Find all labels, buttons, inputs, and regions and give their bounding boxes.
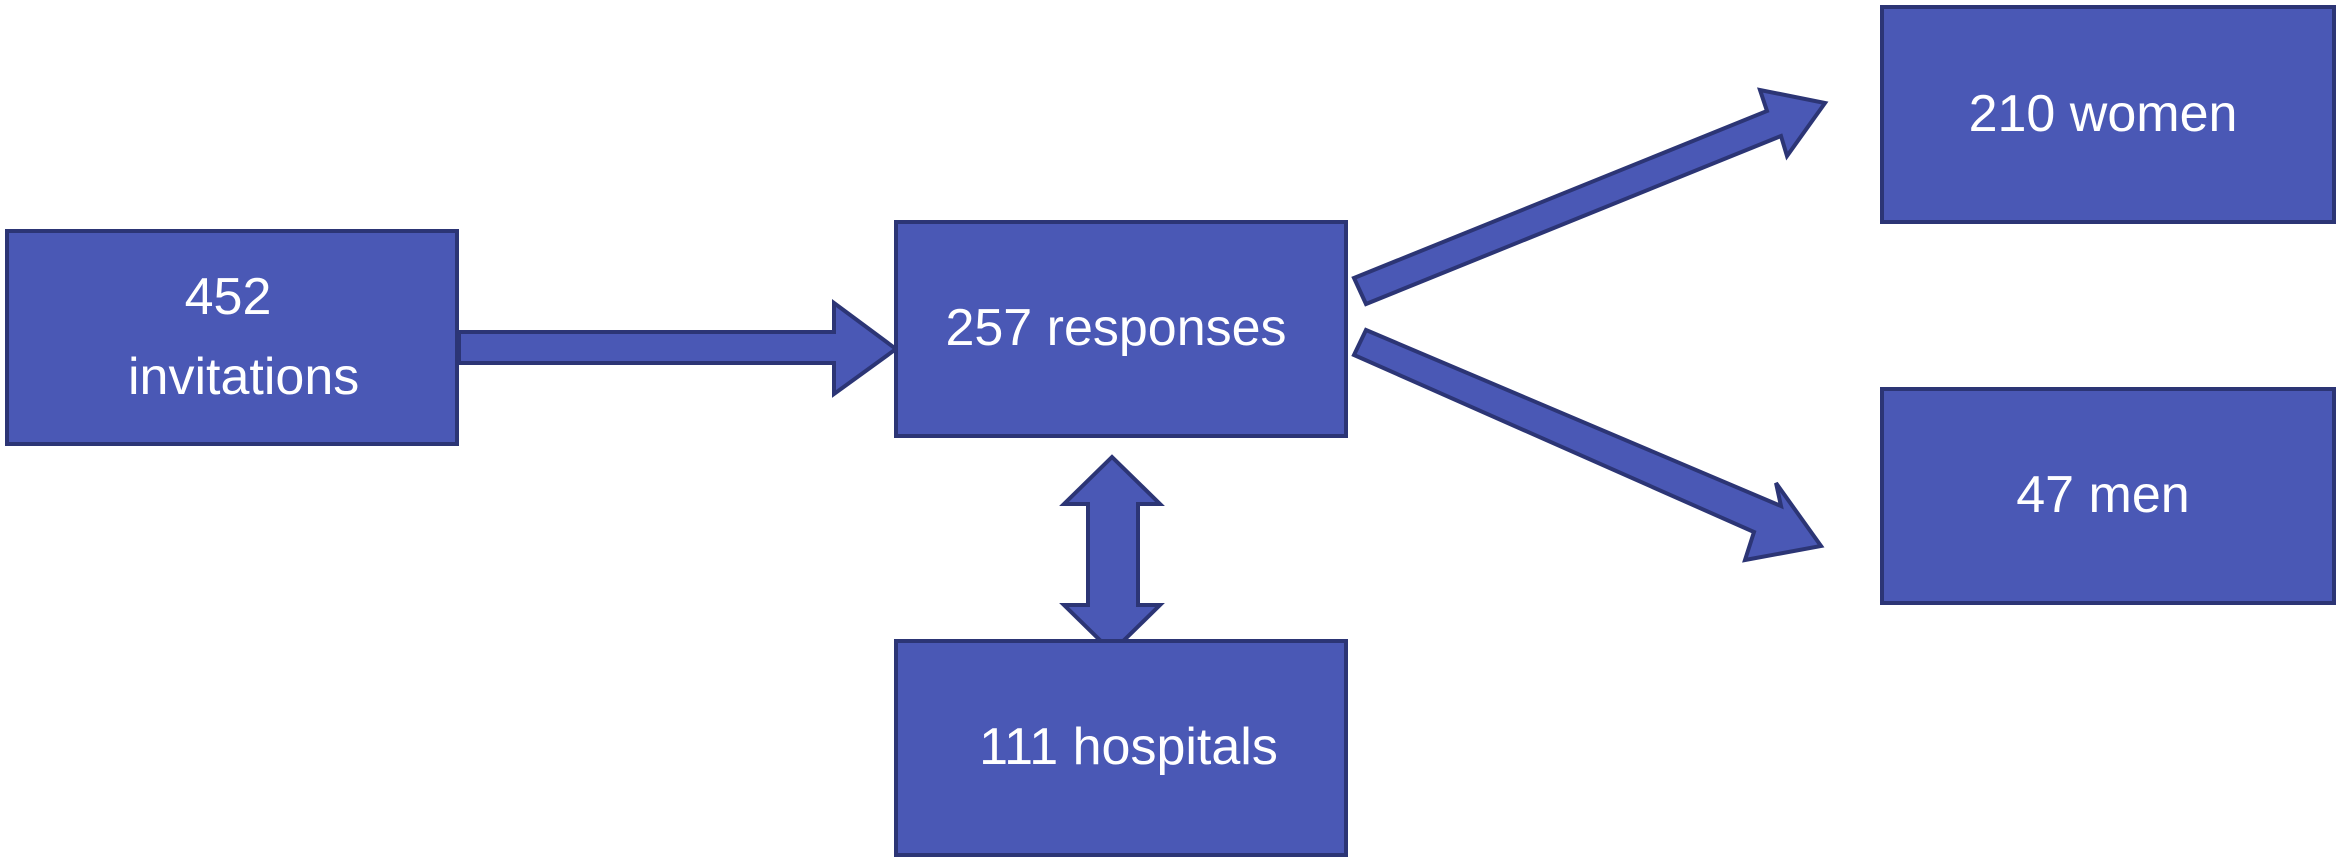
hospitals-box: 111 hospitals [894, 639, 1348, 857]
men-box: 47 men [1880, 387, 2336, 605]
arrow-responses-to-men [1351, 327, 1825, 563]
invitations-box: 452 invitations [5, 229, 459, 446]
women-label: 210 women [1968, 84, 2238, 143]
responses-box: 257 responses [894, 220, 1348, 438]
responses-label: 257 responses [945, 299, 1287, 358]
women-box: 210 women [1880, 5, 2336, 224]
arrow-invitations-to-responses [457, 299, 900, 398]
invitations-label: 452 invitations [128, 268, 360, 406]
hospitals-label: 111 hospitals [979, 718, 1278, 777]
arrow-responses-to-women [1351, 87, 1829, 307]
arrow-responses-hospitals-bidirectional [1059, 454, 1165, 655]
men-label: 47 men [2016, 466, 2190, 525]
